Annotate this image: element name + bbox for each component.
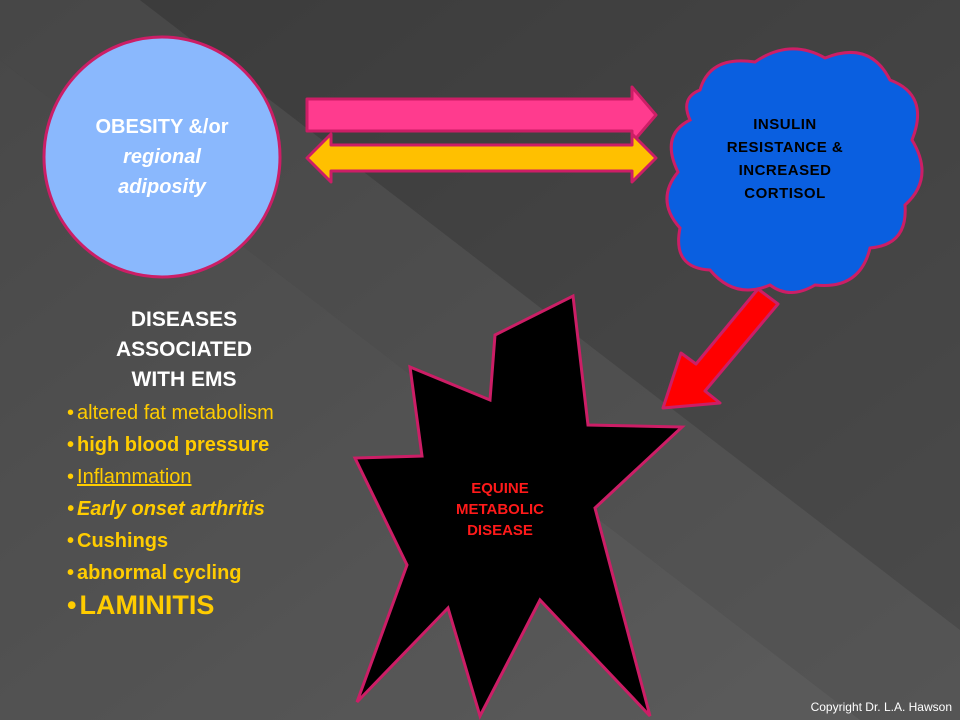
disease-list: •altered fat metabolism •high blood pres… <box>67 398 317 622</box>
obesity-line-3: adiposity <box>118 176 206 198</box>
diseases-heading: DISEASES ASSOCIATED WITH EMS <box>72 305 296 395</box>
copyright-notice: Copyright Dr. L.A. Hawson <box>810 700 952 714</box>
bullet-icon: • <box>67 466 75 488</box>
insulin-cloud <box>665 47 924 294</box>
downward-arrow <box>661 287 780 410</box>
bullet-icon: • <box>67 590 77 620</box>
obesity-circle <box>42 35 282 279</box>
insulin-label: INSULIN RESISTANCE & INCREASED CORTISOL <box>700 113 870 205</box>
double-arrow <box>305 132 658 184</box>
disease-item-laminitis: •LAMINITIS <box>67 590 317 620</box>
disease-item-altered-fat: •altered fat metabolism <box>67 398 317 428</box>
disease-item-cushings: •Cushings <box>67 526 317 556</box>
ems-label: EQUINE METABOLIC DISEASE <box>420 478 580 541</box>
disease-item-cycling: •abnormal cycling <box>67 558 317 588</box>
disease-item-text: Cushings <box>77 530 169 552</box>
insulin-line-1: INSULIN <box>753 116 817 133</box>
disease-item-text: abnormal cycling <box>77 562 242 584</box>
diseases-heading-line-2: ASSOCIATED <box>115 338 253 361</box>
obesity-label: OBESITY &/or regional adiposity <box>62 112 262 202</box>
forward-arrow <box>305 85 658 145</box>
bullet-icon: • <box>67 402 75 424</box>
disease-item-arthritis: •Early onset arthritis <box>67 494 317 524</box>
obesity-line-2: regional <box>123 146 201 168</box>
disease-item-text: altered fat metabolism <box>77 402 274 424</box>
ems-line-3: DISEASE <box>467 522 533 539</box>
disease-item-text: LAMINITIS <box>79 590 215 620</box>
ems-line-2: METABOLIC <box>455 501 545 518</box>
bullet-icon: • <box>67 530 75 552</box>
disease-item-blood-pressure: •high blood pressure <box>67 430 317 460</box>
bullet-icon: • <box>67 562 75 584</box>
explosion-star <box>352 293 686 720</box>
disease-item-text: Inflammation <box>77 466 192 488</box>
insulin-line-4: CORTISOL <box>744 185 826 202</box>
bullet-icon: • <box>67 434 75 456</box>
disease-item-inflammation: •Inflammation <box>67 462 317 492</box>
insulin-line-2: RESISTANCE & <box>726 139 844 156</box>
bullet-icon: • <box>67 498 75 520</box>
disease-item-text: high blood pressure <box>77 434 270 456</box>
ems-line-1: EQUINE <box>471 480 529 497</box>
disease-item-text: Early onset arthritis <box>77 498 265 520</box>
insulin-line-3: INCREASED <box>738 162 832 179</box>
diseases-heading-line-1: DISEASES <box>130 308 238 331</box>
diseases-heading-line-3: WITH EMS <box>131 368 237 391</box>
obesity-line-1: OBESITY &/or <box>95 116 229 138</box>
